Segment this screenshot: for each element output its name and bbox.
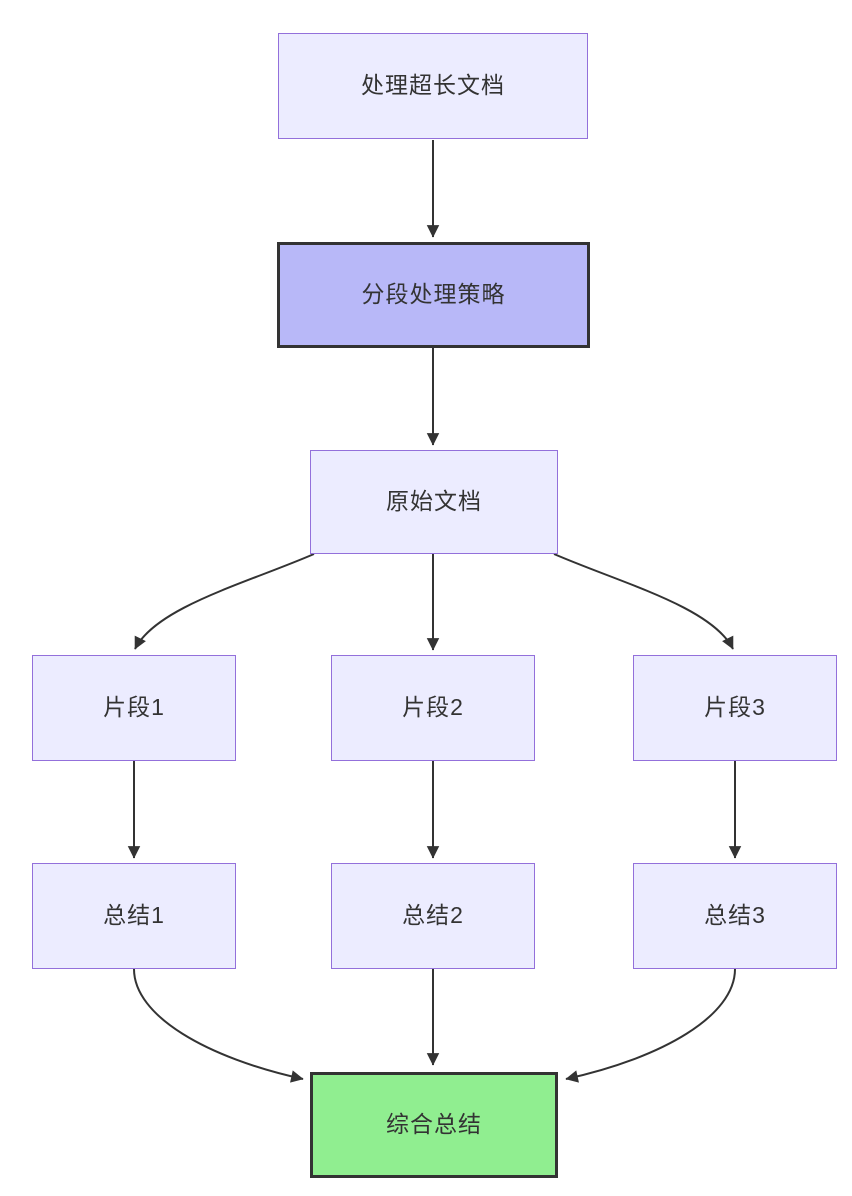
node-label: 分段处理策略 [361,281,506,308]
edge-C-D1 [134,553,315,650]
node-label: 处理超长文档 [361,72,505,99]
node-label: 总结1 [103,902,165,929]
node-summary-3: 总结3 [633,863,837,969]
node-label: 片段1 [103,694,165,721]
node-comprehensive-summary: 综合总结 [310,1072,558,1178]
node-process-long-document: 处理超长文档 [278,33,588,139]
node-label: 总结3 [704,902,766,929]
node-summary-1: 总结1 [32,863,236,969]
edge-E1-F [133,968,304,1083]
edge-C-D3 [553,553,734,650]
node-label: 片段2 [402,694,464,721]
node-fragment-3: 片段3 [633,655,837,761]
node-label: 原始文档 [386,488,482,515]
node-fragment-2: 片段2 [331,655,535,761]
node-label: 综合总结 [386,1111,482,1138]
edge-E3-F [565,968,736,1083]
node-original-document: 原始文档 [310,450,558,554]
node-label: 总结2 [402,902,464,929]
node-segmented-processing-strategy: 分段处理策略 [277,242,590,348]
node-summary-2: 总结2 [331,863,535,969]
node-label: 片段3 [704,694,766,721]
node-fragment-1: 片段1 [32,655,236,761]
